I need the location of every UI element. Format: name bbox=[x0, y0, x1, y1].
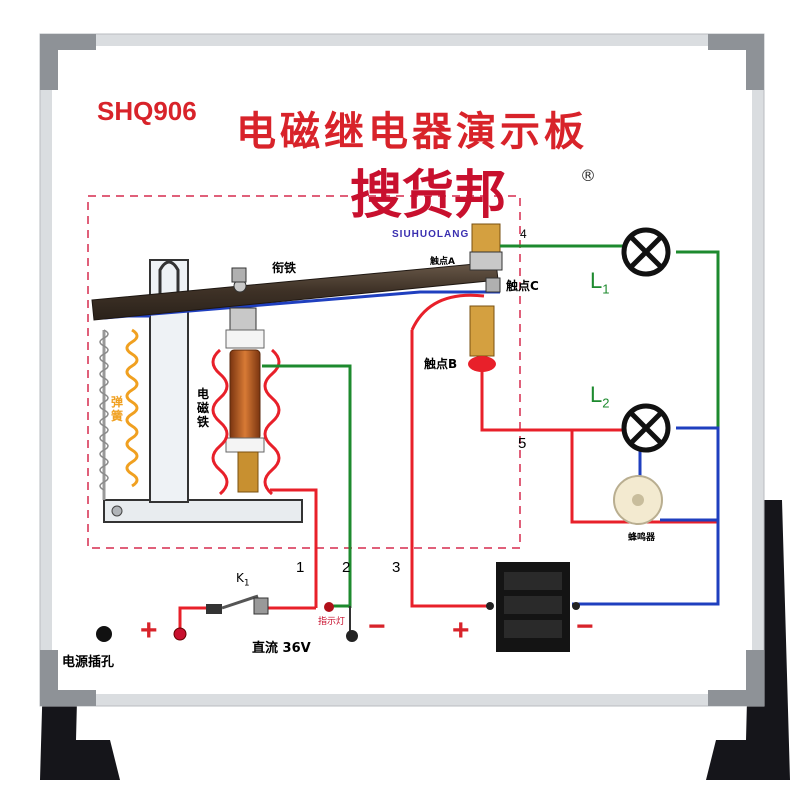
wire-red-coil bbox=[270, 488, 318, 608]
label-lamp1-l: L bbox=[590, 268, 603, 293]
corner-tr bbox=[708, 34, 764, 90]
switch-k1 bbox=[206, 604, 222, 614]
pillar-top bbox=[158, 260, 180, 300]
label-power-jack: 电源插孔 bbox=[62, 655, 115, 670]
coil-top-nut bbox=[229, 307, 257, 333]
control-circuit-frame bbox=[87, 195, 521, 549]
coil-cap bbox=[225, 329, 265, 349]
label-lamp1-sub: 1 bbox=[602, 281, 610, 297]
label-contact-b: 触点B bbox=[424, 357, 458, 371]
sign-minus-right: − bbox=[576, 610, 594, 643]
wire-red-b bbox=[480, 370, 718, 524]
label-electromagnet: 电磁铁 bbox=[196, 387, 209, 429]
terminal-plus-left bbox=[173, 627, 187, 641]
lamp-l1 bbox=[621, 227, 671, 277]
coil-red-winding bbox=[211, 348, 281, 496]
terminal-label-3: 3 bbox=[392, 559, 401, 576]
label-lamp2: L2 bbox=[590, 382, 610, 411]
watermark-subtitle: SIUHUOLANG bbox=[392, 229, 470, 240]
label-contact-a: 触点A bbox=[430, 257, 455, 267]
stand-right bbox=[706, 500, 790, 780]
spring bbox=[99, 329, 109, 491]
corner-br bbox=[708, 650, 764, 706]
terminal-label-5: 5 bbox=[518, 435, 527, 452]
contact-c bbox=[485, 277, 501, 293]
screw bbox=[111, 505, 123, 517]
sign-minus-left: − bbox=[368, 610, 386, 643]
terminal-label-2: 2 bbox=[342, 559, 351, 576]
label-armature: 衔铁 bbox=[272, 261, 297, 275]
lamp-l2 bbox=[621, 403, 671, 453]
spring-symbol bbox=[125, 328, 139, 488]
terminal-label-4: 4 bbox=[520, 227, 527, 241]
label-spring: 弹簧 bbox=[110, 395, 123, 423]
buzzer bbox=[613, 475, 663, 525]
label-indicator: 指示灯 bbox=[318, 617, 346, 627]
sign-plus-right: + bbox=[452, 614, 470, 647]
label-buzzer: 蜂鸣器 bbox=[628, 533, 656, 543]
electromagnet-coil bbox=[229, 349, 261, 441]
label-lamp1: L1 bbox=[590, 268, 610, 297]
label-dc-supply: 直流 36V bbox=[252, 641, 311, 656]
wire-red-switch bbox=[178, 606, 316, 630]
board-title: 电磁继电器演示板 bbox=[236, 109, 588, 155]
watermark-logo: 搜货邦 bbox=[350, 166, 507, 226]
wire-red-supply bbox=[410, 330, 490, 608]
base-plate bbox=[103, 499, 303, 523]
wire-blue bbox=[572, 426, 720, 606]
contact-a bbox=[471, 223, 501, 255]
terminal-minus-left bbox=[346, 630, 358, 642]
label-switch-k: K bbox=[236, 571, 244, 585]
label-contact-c: 触点C bbox=[506, 279, 539, 293]
model-number: SHQ906 bbox=[97, 96, 197, 126]
label-lamp2-sub: 2 bbox=[602, 395, 610, 411]
corner-bl bbox=[40, 650, 96, 706]
contact-b-bracket bbox=[469, 305, 495, 357]
label-lamp2-l: L bbox=[590, 382, 603, 407]
label-switch: K1 bbox=[236, 572, 250, 588]
indicator-lamp bbox=[324, 602, 334, 612]
sign-plus-left: + bbox=[140, 614, 158, 647]
corner-tl bbox=[40, 34, 96, 90]
contact-b bbox=[468, 356, 496, 372]
wire-red-armature bbox=[410, 293, 485, 331]
power-jack bbox=[96, 626, 112, 642]
terminal-label-1: 1 bbox=[296, 559, 305, 576]
label-switch-sub: 1 bbox=[243, 578, 250, 589]
battery-box bbox=[486, 562, 580, 652]
watermark-registered: ® bbox=[580, 166, 596, 185]
